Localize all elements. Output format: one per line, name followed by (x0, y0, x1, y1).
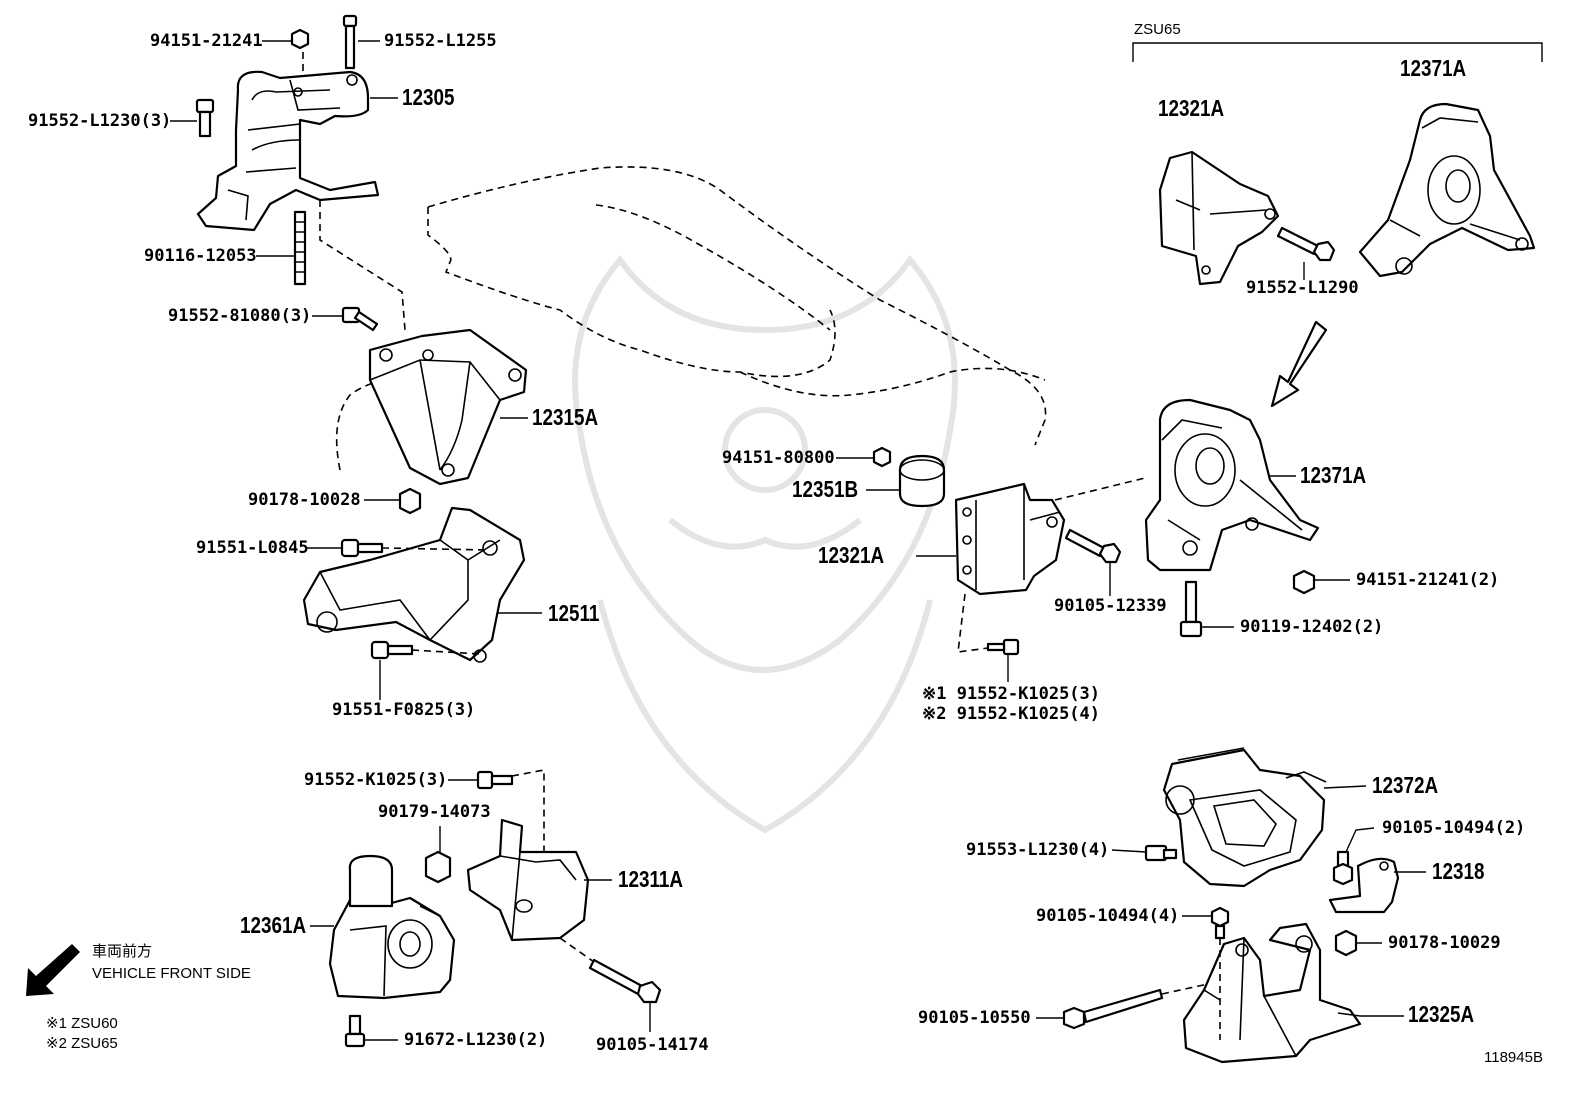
label-12371A-mid: 12371A (1300, 462, 1367, 488)
label-90105-10550: 90105-10550 (918, 1008, 1031, 1028)
label-12305: 12305 (402, 84, 455, 110)
bolt-91552-L1290 (1276, 226, 1336, 262)
label-91552-K1025-3: 91552-K1025(3) (304, 770, 448, 790)
bracket-12511 (302, 506, 526, 663)
bolt-91553-L1230 (1144, 844, 1178, 862)
label-90105-12339: 90105-12339 (1054, 596, 1167, 616)
label-90105-10494-4: 90105-10494(4) (1036, 906, 1180, 926)
label-91551-F0825-3: 91551-F0825(3) (332, 700, 476, 720)
bolt-91552-K1025-low (476, 770, 514, 790)
bolt-91552-L1230 (195, 98, 215, 138)
label-91672-L1230-2: 91672-L1230(2) (404, 1030, 548, 1050)
bracket-12325A (1182, 922, 1362, 1064)
bolt-90105-14174 (588, 958, 662, 1004)
legend-direction-en: VEHICLE FRONT SIDE (92, 965, 251, 982)
stopper-12351B (898, 454, 946, 508)
vehicle-front-arrow-icon (26, 944, 80, 996)
label-90179-14073: 90179-14073 (378, 802, 491, 822)
bolt-90105-10494-4 (1210, 906, 1230, 940)
bolt-90105-10550 (1062, 988, 1164, 1030)
bracket-12315A (368, 328, 528, 486)
figure-number: 118945B (1484, 1049, 1543, 1066)
label-90116-12053: 90116-12053 (144, 246, 257, 266)
label-90178-10029: 90178-10029 (1388, 933, 1501, 953)
label-12372A: 12372A (1372, 772, 1439, 798)
variant-header-label: ZSU65 (1134, 21, 1181, 38)
watermark-emblem (572, 255, 958, 834)
bracket-12321A-top (1158, 150, 1280, 286)
label-91551-L0845: 91551-L0845 (196, 538, 309, 558)
label-91552-L1255: 91552-L1255 (384, 31, 497, 51)
label-91552-81080-3: 91552-81080(3) (168, 306, 312, 326)
bolt-90105-10494-2 (1332, 850, 1354, 886)
label-94151-21241-2: 94151-21241(2) (1356, 570, 1500, 590)
bracket-12318 (1328, 857, 1400, 914)
label-91552-L1230-3: 91552-L1230(3) (28, 111, 172, 131)
nut-94151-80800 (872, 446, 892, 468)
stud-90116-12053 (293, 210, 307, 286)
label-90105-14174: 90105-14174 (596, 1035, 709, 1055)
nut-94151-21241 (290, 28, 310, 50)
bolt-91672-L1230 (344, 1014, 366, 1048)
bolt-90105-12339 (1064, 528, 1122, 564)
bolt-91552-81080 (341, 306, 379, 332)
nut-94151-21241-mid (1292, 569, 1316, 595)
label-12315A: 12315A (532, 404, 599, 430)
label-90105-10494-2: 90105-10494(2) (1382, 818, 1526, 838)
assembly-arrow (1270, 320, 1328, 408)
mount-12371A-top (1358, 102, 1536, 278)
legend-note-2: ※2 ZSU65 (46, 1035, 118, 1052)
label-12321A-top: 12321A (1158, 95, 1225, 121)
mount-12371A-mid (1144, 398, 1320, 572)
label-90119-12402-2: 90119-12402(2) (1240, 617, 1384, 637)
mount-12361A (328, 854, 456, 1000)
legend-note-1: ※1 ZSU60 (46, 1015, 118, 1032)
leader-lines (170, 40, 1426, 1041)
label-94151-21241: 94151-21241 (150, 31, 263, 51)
label-12311A: 12311A (618, 866, 684, 892)
label-91552-K1025-4-note: ※2 91552-K1025(4) (922, 704, 1101, 724)
label-12371A-top: 12371A (1400, 55, 1467, 81)
nut-90179-14073 (424, 850, 452, 884)
label-12361A: 12361A (240, 912, 307, 938)
mount-12305 (196, 70, 380, 232)
bolt-91552-K1025-mid (986, 638, 1020, 656)
bracket-12311A (466, 818, 590, 942)
label-91553-L1230-4: 91553-L1230(4) (966, 840, 1110, 860)
label-91552-K1025-3-note: ※1 91552-K1025(3) (922, 684, 1101, 704)
label-12511: 12511 (548, 600, 600, 626)
bracket-12321A-mid (954, 482, 1066, 596)
nut-90178-10029 (1334, 929, 1358, 957)
label-12321A-mid: 12321A (818, 542, 885, 568)
label-12351B: 12351B (792, 476, 859, 502)
bolt-91552-L1255 (342, 14, 358, 70)
label-12318: 12318 (1432, 858, 1485, 884)
label-91552-L1290: 91552-L1290 (1246, 278, 1359, 298)
nut-90178-10028 (398, 487, 422, 515)
label-94151-80800: 94151-80800 (722, 448, 835, 468)
legend-direction-jp: 車両前方 (92, 943, 153, 960)
label-90178-10028: 90178-10028 (248, 490, 361, 510)
bolt-90119-12402 (1179, 580, 1203, 638)
bolt-91551-F0825 (370, 640, 414, 660)
bolt-91551-L0845 (340, 538, 384, 558)
mount-12372A (1162, 747, 1327, 888)
label-12325A: 12325A (1408, 1001, 1475, 1027)
